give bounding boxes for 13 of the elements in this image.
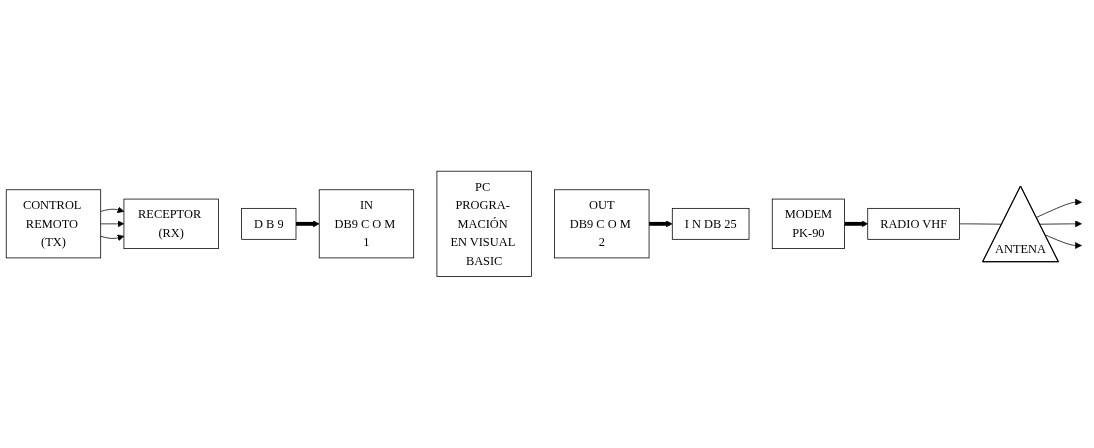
node-box: RECEPTOR (RX) [123, 198, 219, 250]
node-box: MODEM PK-90 [771, 198, 845, 250]
arrow [296, 220, 320, 228]
node-box: OUT DB9 C O M 2 [554, 189, 650, 259]
connector [959, 223, 1003, 225]
node-box: RADIO VHF [867, 208, 960, 240]
node-box: D B 9 [241, 208, 297, 240]
node-box: PC PROGRA- MACIÓN EN VISUAL BASIC [436, 170, 532, 278]
node-box: IN DB9 C O M 1 [318, 189, 415, 259]
arrow [649, 220, 673, 228]
arrow [844, 220, 869, 228]
node-box: CONTROL REMOTO (TX) [5, 189, 102, 259]
node-box: I N DB 25 [671, 208, 750, 240]
